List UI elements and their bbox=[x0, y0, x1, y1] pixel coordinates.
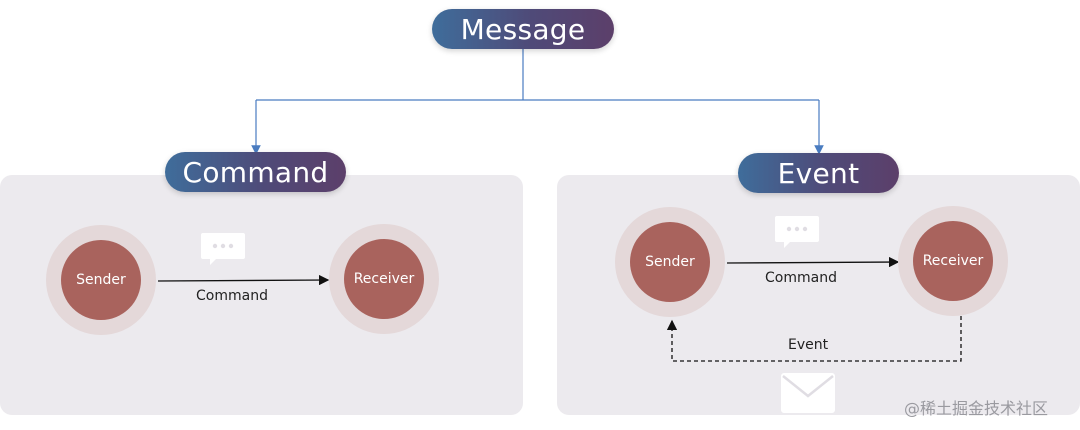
command-sender-node: Sender bbox=[46, 225, 156, 335]
event-sender-node: Sender bbox=[615, 207, 725, 317]
chat-bubble-icon bbox=[201, 233, 245, 265]
event-pill-label: Event bbox=[777, 156, 860, 190]
event-pill: Event bbox=[738, 153, 899, 193]
command-receiver-label: Receiver bbox=[353, 271, 415, 287]
command-pill: Command bbox=[165, 152, 346, 192]
event-receiver-circle: Receiver bbox=[913, 221, 993, 301]
command-arrow-label: Command bbox=[196, 288, 268, 304]
command-sender-circle: Sender bbox=[61, 240, 141, 320]
chat-bubble-icon bbox=[775, 216, 819, 248]
event-receiver-node: Receiver bbox=[898, 206, 1008, 316]
command-pill-label: Command bbox=[182, 155, 329, 189]
message-pill: Message bbox=[432, 9, 614, 49]
event-sender-circle: Sender bbox=[630, 222, 710, 302]
message-pill-label: Message bbox=[460, 12, 586, 46]
event-return-arrow-label: Event bbox=[788, 337, 829, 353]
command-sender-label: Sender bbox=[76, 272, 126, 288]
event-receiver-label: Receiver bbox=[922, 253, 984, 269]
envelope-icon bbox=[781, 373, 835, 413]
event-sender-label: Sender bbox=[645, 254, 695, 270]
watermark-text: @稀土掘金技术社区 bbox=[904, 399, 1049, 418]
event-command-arrow-label: Command bbox=[765, 270, 837, 286]
command-receiver-circle: Receiver bbox=[344, 239, 424, 319]
command-receiver-node: Receiver bbox=[329, 224, 439, 334]
